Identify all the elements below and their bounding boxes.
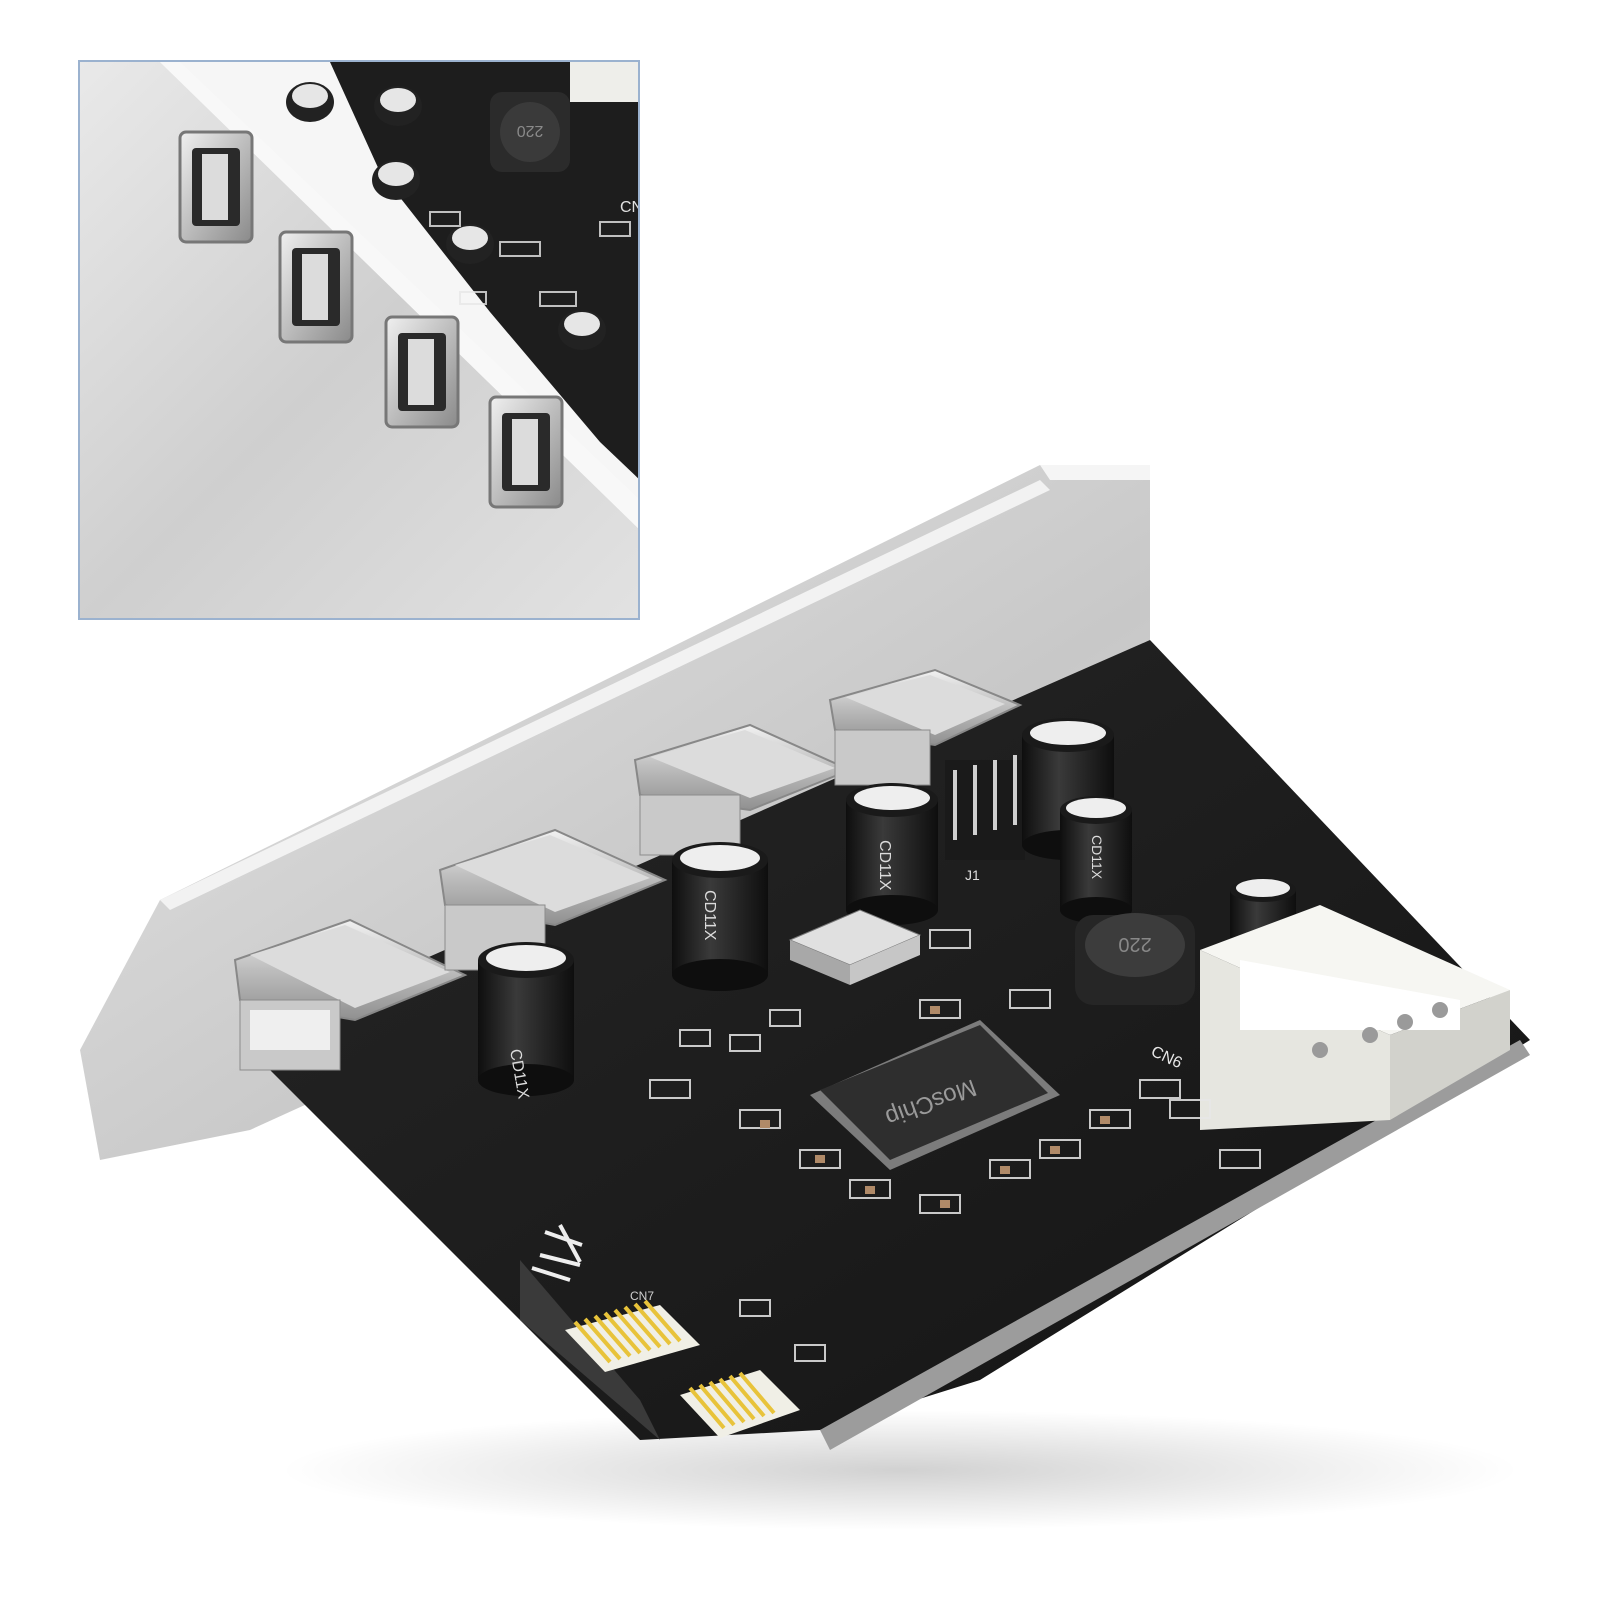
usb-port-4	[828, 668, 1023, 786]
edge-connector-label: CN7	[630, 1289, 654, 1303]
capacitor-2: CD11X	[672, 842, 768, 991]
inset-closeup-photo: 220 CN6	[78, 60, 640, 620]
smd-components	[649, 929, 1261, 1362]
pcie-gold-contacts: CN7	[565, 1289, 800, 1438]
inset-illustration: 220 CN6	[80, 62, 640, 618]
inductor-label: 220	[1118, 933, 1151, 955]
capacitor-2-label: CD11X	[701, 890, 718, 941]
inset-connector-label: CN6	[620, 199, 640, 216]
weee-recycle-icon	[531, 1224, 583, 1282]
crystal-oscillator	[788, 909, 922, 985]
pin-header-j1: J1	[945, 755, 1025, 883]
header-label: J1	[965, 867, 980, 883]
molex-power-connector: CN6	[1148, 905, 1510, 1130]
capacitor-3-label: CD11X	[876, 840, 893, 891]
capacitor-1: CD11X	[478, 942, 574, 1101]
capacitor-5: CD11X	[1060, 796, 1132, 923]
inset-capacitors	[286, 82, 606, 350]
inset-inductor-label: 220	[517, 122, 544, 139]
inset-usb-ports	[178, 130, 564, 509]
capacitor-5-label: CD11X	[1089, 835, 1105, 880]
drop-shadow	[280, 1410, 1520, 1530]
power-inductor: 220	[1075, 913, 1195, 1005]
smd-resistor-pads	[760, 1006, 1110, 1208]
usb-port-3	[633, 723, 853, 856]
capacitor-3: CD11X	[846, 783, 938, 925]
usb-port-1	[233, 918, 468, 1071]
usb-controller-chip: MosChip	[810, 1020, 1060, 1170]
